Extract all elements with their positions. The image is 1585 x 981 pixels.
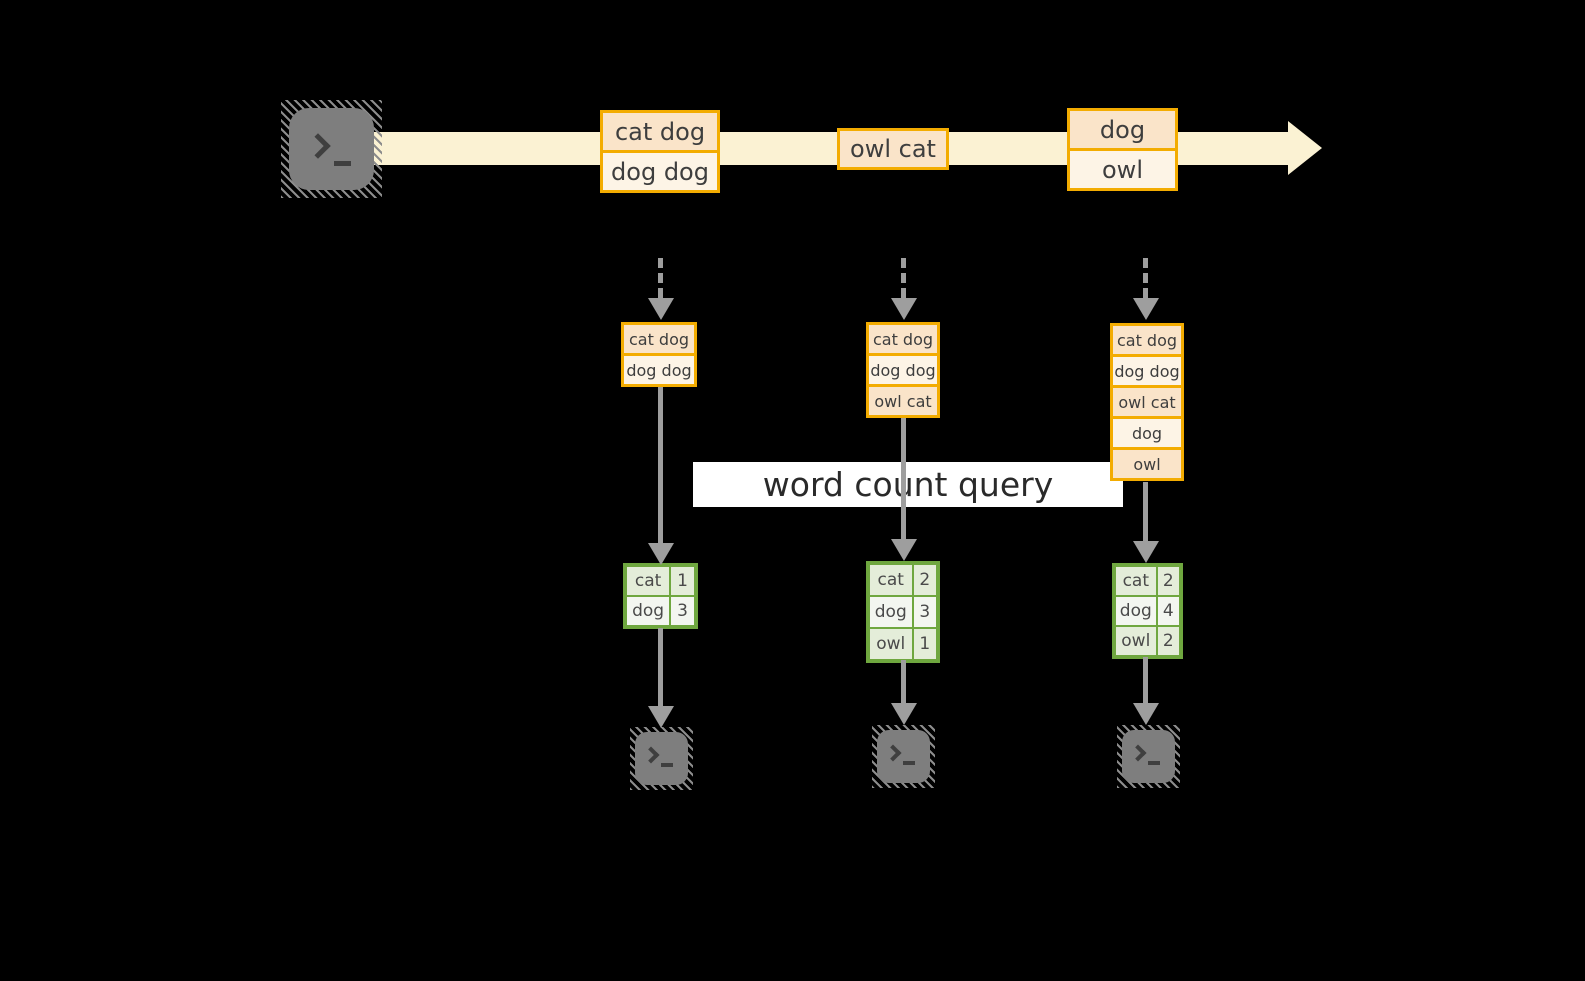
sink-arrow-head [1133, 703, 1159, 725]
prompt-chevron-icon [305, 133, 331, 159]
state-line: cat dog [624, 325, 694, 353]
terminal-sink-icon [1117, 725, 1180, 788]
dashed-arrow-head [891, 298, 917, 320]
query-banner: word count query [693, 462, 1123, 507]
state-box: cat dog dog dog [621, 322, 697, 387]
prompt-cursor-icon [334, 161, 351, 166]
table-count-cell: 3 [912, 596, 937, 628]
table-count-cell: 3 [670, 596, 695, 626]
state-line: dog dog [1113, 354, 1181, 385]
sink-arrow-head [891, 703, 917, 725]
word-count-table: cat 1 dog 3 [623, 563, 698, 629]
table-word-cell: owl [869, 628, 913, 660]
dashed-arrow-line [1143, 258, 1148, 298]
state-line: dog dog [624, 353, 694, 384]
table-count-cell: 2 [1156, 626, 1180, 656]
terminal-sink-icon [630, 727, 693, 790]
state-line: dog [1113, 416, 1181, 447]
table-count-cell: 1 [670, 566, 695, 596]
terminal-screen [877, 730, 930, 783]
event-line: cat dog [603, 113, 717, 150]
state-line: cat dog [1113, 326, 1181, 354]
query-label: word count query [762, 465, 1054, 504]
word-count-table: cat 2 dog 3 owl 1 [866, 561, 940, 663]
query-arrow-line [658, 387, 663, 543]
prompt-cursor-icon [903, 761, 915, 765]
word-count-table: cat 2 dog 4 owl 2 [1112, 563, 1183, 659]
state-line: dog dog [869, 353, 937, 384]
dashed-arrow-line [658, 258, 663, 298]
state-box: cat dog dog dog owl cat [866, 322, 940, 418]
table-count-cell: 4 [1156, 596, 1180, 626]
terminal-screen [289, 108, 374, 190]
query-arrow-line [1143, 482, 1148, 541]
table-word-cell: dog [869, 596, 913, 628]
query-arrow-head [648, 543, 674, 565]
sink-arrow-head [648, 706, 674, 728]
terminal-screen [635, 732, 688, 785]
terminal-source-icon [281, 100, 382, 198]
prompt-chevron-icon [642, 746, 660, 764]
terminal-screen [1122, 730, 1175, 783]
query-arrow-head [1133, 541, 1159, 563]
state-line: owl [1113, 447, 1181, 478]
sink-arrow-line [658, 628, 663, 706]
stream-event-box: cat dog dog dog [600, 110, 720, 193]
dashed-arrow-head [1133, 298, 1159, 320]
table-count-cell: 2 [1156, 566, 1180, 596]
state-box: cat dog dog dog owl cat dog owl [1110, 323, 1184, 481]
table-word-cell: dog [626, 596, 671, 626]
event-line: dog dog [603, 150, 717, 190]
table-word-cell: owl [1115, 626, 1157, 656]
prompt-chevron-icon [884, 744, 902, 762]
stream-arrow-head [1288, 121, 1322, 175]
state-line: cat dog [869, 325, 937, 353]
table-count-cell: 1 [912, 628, 937, 660]
event-line: dog [1070, 111, 1175, 148]
dashed-arrow-head [648, 298, 674, 320]
table-word-cell: dog [1115, 596, 1157, 626]
table-word-cell: cat [626, 566, 671, 596]
sink-arrow-line [1143, 657, 1148, 703]
stream-event-box: dog owl [1067, 108, 1178, 191]
table-word-cell: cat [1115, 566, 1157, 596]
terminal-sink-icon [872, 725, 935, 788]
prompt-cursor-icon [661, 763, 673, 767]
dashed-arrow-line [901, 258, 906, 298]
state-line: owl cat [869, 384, 937, 415]
query-arrow-head [891, 539, 917, 561]
prompt-cursor-icon [1148, 761, 1160, 765]
event-line: owl [1070, 148, 1175, 188]
table-word-cell: cat [869, 564, 913, 596]
stream-event-box: owl cat [837, 128, 949, 170]
state-line: owl cat [1113, 385, 1181, 416]
prompt-chevron-icon [1129, 744, 1147, 762]
table-count-cell: 2 [912, 564, 937, 596]
sink-arrow-line [901, 660, 906, 703]
event-line: owl cat [840, 131, 946, 167]
query-arrow-line [901, 418, 906, 539]
